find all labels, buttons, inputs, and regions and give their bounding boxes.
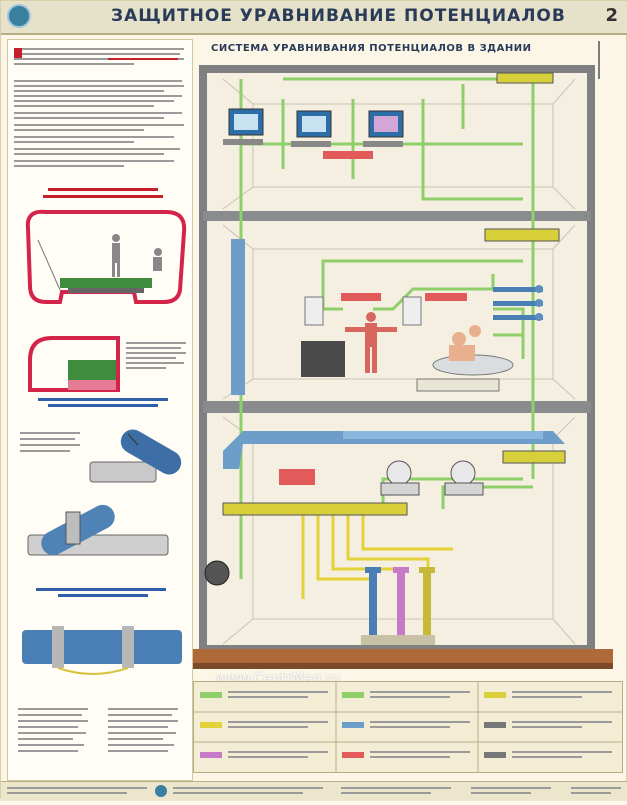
building-diagram [193, 41, 613, 669]
earthing-meter [204, 560, 230, 586]
standpipes [365, 567, 435, 635]
ventilation-duct [223, 431, 565, 469]
warning-label [279, 469, 315, 485]
top-floor-bonding-bar [496, 72, 554, 84]
floor-slab-1 [203, 211, 591, 221]
basement-bonding-bar [502, 450, 566, 464]
left-illustrations [14, 48, 187, 752]
bathtub [432, 325, 514, 376]
header: ЗАЩИТНОЕ УРАВНИВАНИЕ ПОТЕНЦИАЛОВ 2 [1, 1, 627, 35]
person-figure [345, 312, 397, 373]
page-number: 2 [605, 5, 618, 26]
main-earthing-bus [222, 502, 408, 516]
gas-meters [380, 460, 484, 496]
legend-grid [194, 682, 622, 772]
distance-marker [323, 151, 373, 159]
legend [193, 681, 623, 773]
building-title: СИСТЕМА УРАВНИВАНИЯ ПОТЕНЦИАЛОВ В ЗДАНИИ [211, 43, 532, 54]
ground-strip [193, 649, 613, 663]
vertical-duct [231, 239, 245, 395]
footer [1, 781, 627, 801]
building-walls [199, 65, 595, 653]
bathroom-pipes [493, 285, 543, 321]
logo-icon [7, 4, 31, 28]
second-floor-bonding-bar [484, 228, 560, 242]
note-box [301, 341, 345, 377]
computers [223, 108, 404, 147]
floor-slab-2 [203, 401, 591, 413]
left-panel [7, 39, 193, 781]
page-title: ЗАЩИТНОЕ УРАВНИВАНИЕ ПОТЕНЦИАЛОВ [111, 6, 566, 26]
footer-lines [7, 785, 621, 797]
